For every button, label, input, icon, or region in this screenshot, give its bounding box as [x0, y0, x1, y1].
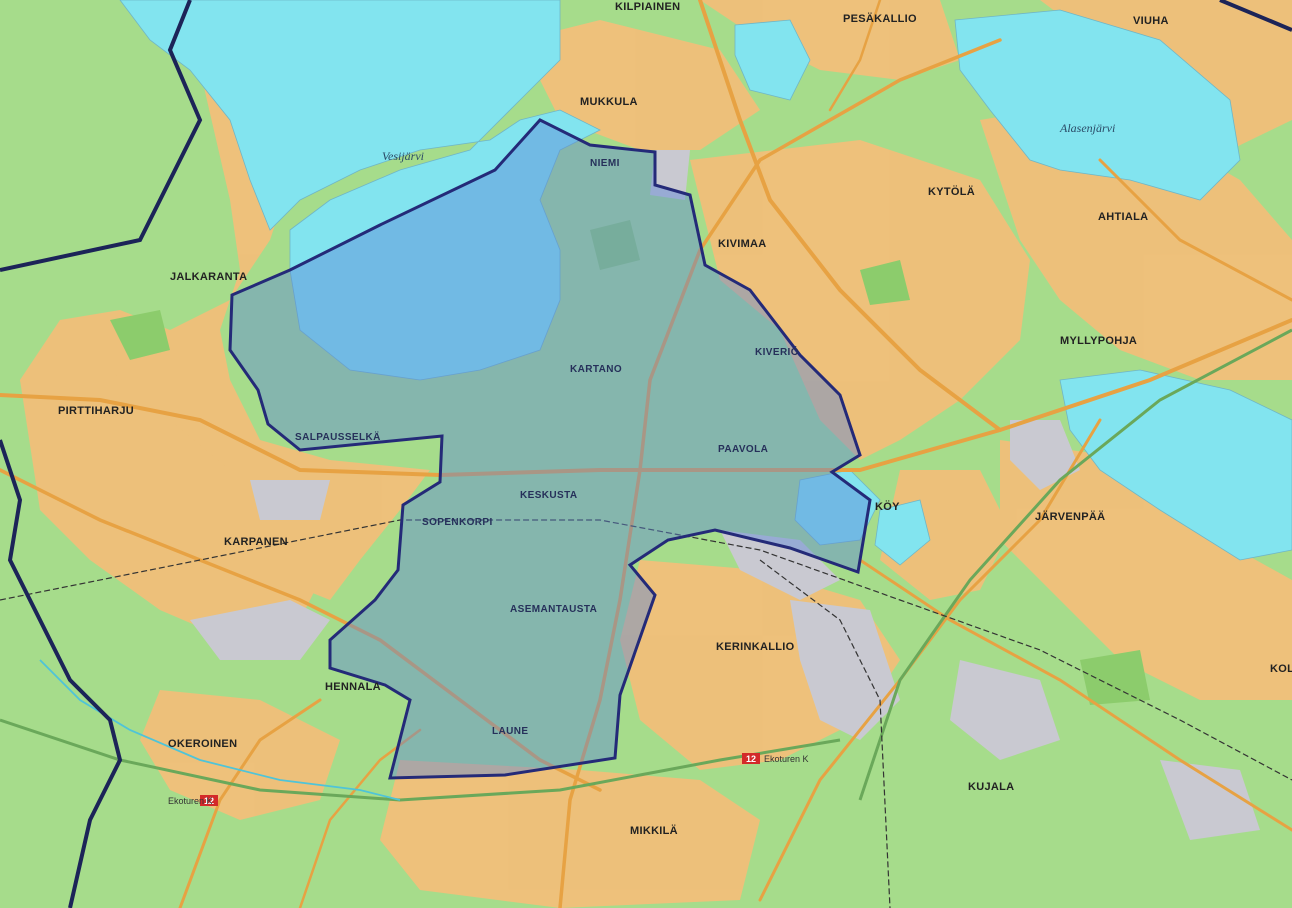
railways [0, 519, 1292, 908]
label-viuha: VIUHA [1133, 15, 1169, 27]
label-koy: KÖY [875, 500, 900, 513]
label-kytola: KYTÖLÄ [928, 185, 975, 198]
road-name-east: Ekoturen K [764, 754, 809, 764]
water-bodies [119, 0, 1292, 566]
lake-small-north [734, 19, 811, 101]
label-hennala: HENNALA [325, 681, 381, 693]
road-name-west: Ekoturen K [168, 796, 213, 806]
lake-east [1059, 369, 1292, 561]
lake-bay-koy [874, 499, 931, 566]
label-mikkila: MIKKILÄ [630, 824, 678, 837]
label-kartano: KARTANO [570, 364, 622, 375]
place-labels: KILPIAINEN PESÄKALLIO VIUHA MUKKULA KYTÖ… [58, 1, 1292, 837]
label-kujala: KUJALA [968, 781, 1014, 793]
label-sopenkorpi: SOPENKORPI [422, 517, 493, 528]
label-keskusta: KESKUSTA [520, 490, 577, 501]
label-myllypohja: MYLLYPOHJA [1060, 335, 1137, 347]
label-niemi: NIEMI [590, 158, 620, 169]
lake-label-alasenjarvi: Alasenjärvi [1059, 121, 1115, 135]
label-okeroinen: OKEROINEN [168, 738, 237, 750]
label-pesakallio: PESÄKALLIO [843, 12, 917, 25]
label-salpausselka: SALPAUSSELKÄ [295, 430, 381, 443]
label-mukkula: MUKKULA [580, 96, 638, 108]
district-polygon[interactable] [228, 118, 872, 780]
lake-label-vesijarvi: Vesijärvi [382, 149, 424, 163]
label-ahtiala: AHTIALA [1098, 211, 1148, 223]
label-laune: LAUNE [492, 726, 528, 737]
parks [110, 220, 1150, 705]
route-shield-east: 12 [742, 753, 760, 764]
label-kilpiainen: KILPIAINEN [615, 1, 680, 13]
label-kerinkallio: KERINKALLIO [716, 641, 795, 653]
label-pirttiharju: PIRTTIHARJU [58, 405, 134, 417]
label-jarvenpaa: JÄRVENPÄÄ [1035, 510, 1105, 523]
district-labels: NIEMI KARTANO KIVERIÖ PAAVOLA SALPAUSSEL… [295, 158, 799, 737]
label-kivimaa: KIVIMAA [718, 238, 767, 250]
lake-vesijarvi [119, 0, 601, 381]
route-shield-west: 12 [200, 795, 218, 806]
river [39, 659, 401, 801]
label-kiveria: KIVERIÖ [755, 345, 799, 358]
lake-alasenjarvi [954, 9, 1241, 201]
label-kol: KOL [1270, 663, 1292, 675]
svg-text:12: 12 [204, 796, 214, 806]
label-asemantausta: ASEMANTAUSTA [510, 604, 597, 615]
label-karpanen: KARPANEN [224, 536, 288, 548]
svg-text:12: 12 [746, 754, 756, 764]
label-jalkaranta: JALKARANTA [170, 271, 247, 283]
label-paavola: PAAVOLA [718, 444, 768, 455]
industrial-areas [190, 150, 1260, 840]
